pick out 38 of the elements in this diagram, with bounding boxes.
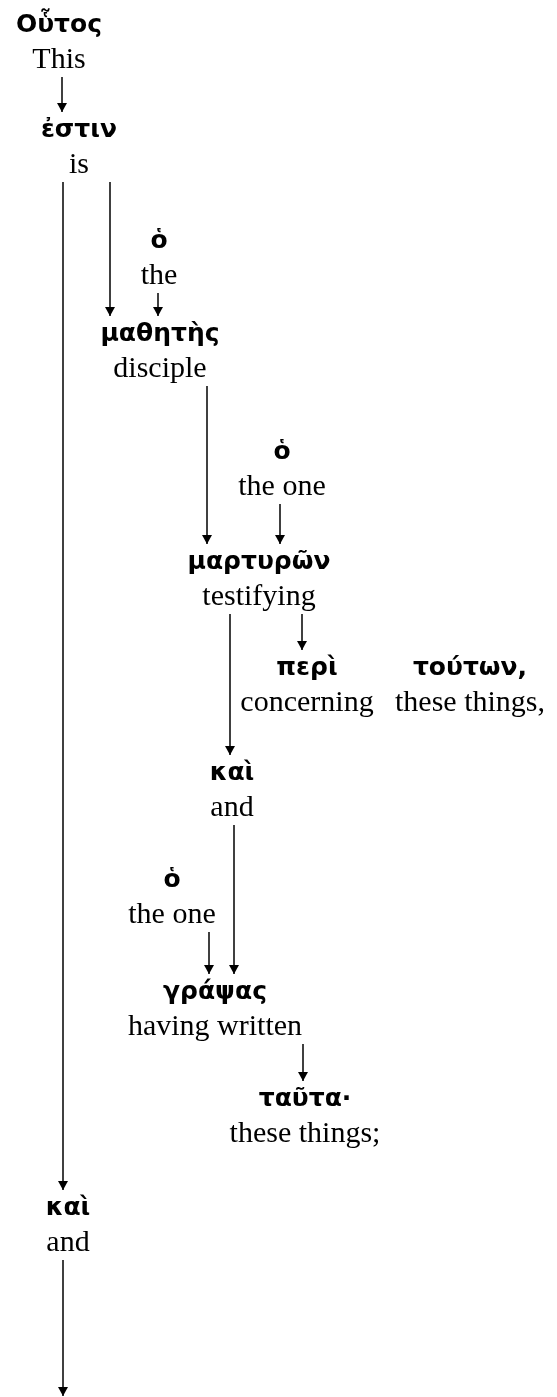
greek-word: ἐστιν [40,113,118,145]
arrow [202,385,212,545]
english-gloss: the [140,257,178,291]
greek-word: ὁ [163,863,181,895]
english-gloss: the one [238,468,326,502]
english-gloss: the one [128,896,216,930]
english-gloss: and [46,1224,90,1258]
arrow [298,1043,308,1082]
greek-word: Οὗτος [15,7,103,40]
arrow [297,613,307,651]
greek-word: καὶ [45,1191,91,1223]
arrow [58,181,68,1191]
arrow [275,503,285,545]
english-gloss: disciple [113,350,207,384]
greek-word: μαρτυρῶν [187,545,331,577]
arrow [105,181,115,317]
arrow [204,931,214,975]
english-gloss: these things, [395,684,545,718]
english-gloss: testifying [202,578,316,612]
arrow [57,76,67,113]
english-gloss: having written [127,1008,303,1042]
greek-word: τούτων, [412,651,528,683]
english-gloss: is [69,146,89,180]
greek-word: ὁ [150,224,168,256]
arrow [229,824,239,975]
english-gloss: This [32,41,86,75]
greek-word: μαθητὴς [100,317,220,349]
english-gloss: these things; [229,1115,381,1149]
greek-word: καὶ [209,756,255,788]
arrow [58,1259,68,1397]
greek-word: ὁ [273,435,291,467]
arrow [225,613,235,756]
greek-word: περὶ [276,651,338,683]
greek-word: γράψας [163,975,267,1007]
greek-word: ταῦτα· [258,1082,352,1114]
english-gloss: concerning [240,684,374,718]
arrow [153,292,163,317]
english-gloss: and [210,789,254,823]
